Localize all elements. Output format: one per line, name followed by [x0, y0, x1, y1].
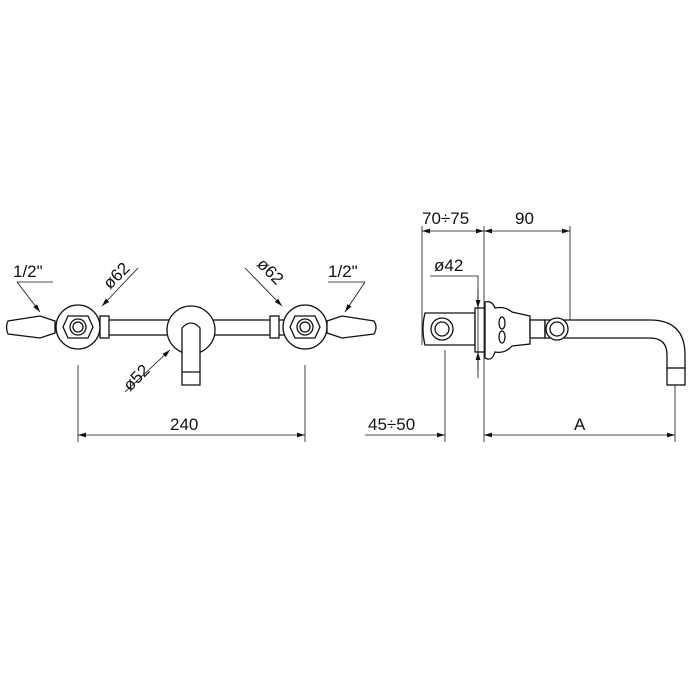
spout-diameter-label: ø52 [119, 361, 153, 395]
right-pipe-coupling [269, 315, 280, 339]
right-spindle [296, 318, 314, 336]
right-diameter-leader [244, 267, 283, 307]
spout-nut-bore [549, 321, 565, 337]
body-depth-label: 70÷75 [422, 209, 469, 228]
wall-depth-label: 45÷50 [368, 415, 415, 434]
side-view: 70÷75 90 ø42 45÷50 A [365, 209, 686, 442]
left-spindle [69, 318, 87, 336]
spout-nut [545, 317, 569, 341]
right-spindle-core [299, 321, 311, 333]
right-handle [326, 315, 377, 339]
spout-offset-label: 90 [515, 209, 534, 228]
left-spindle-core [72, 321, 84, 333]
projection-label: A [574, 415, 586, 434]
left-diameter-label: ø62 [99, 259, 133, 293]
right-diameter-label: ø62 [253, 254, 287, 288]
left-thread-leader [16, 281, 41, 313]
escutcheon-detail-top [498, 316, 506, 330]
front-view: 240 1/2" ø62 ø62 1/2" ø52 [5, 254, 377, 442]
left-diameter-leader [101, 267, 139, 307]
inlet-connection [430, 317, 454, 341]
left-handle [5, 315, 56, 339]
right-valve [269, 304, 377, 350]
right-thread-label: 1/2" [328, 262, 358, 281]
escutcheon-detail-bottom [498, 330, 506, 344]
left-nut [62, 315, 94, 339]
right-thread-leader [344, 281, 366, 313]
left-valve [5, 304, 110, 350]
escutcheon [484, 300, 531, 360]
plate-diameter-leader [430, 275, 479, 378]
center-distance-label: 240 [170, 415, 198, 434]
spout-tip [666, 367, 686, 386]
left-pipe-coupling [99, 315, 110, 339]
left-thread-label: 1/2" [13, 262, 43, 281]
spout-connector [529, 319, 546, 339]
wall-plate [474, 307, 486, 353]
plate-diameter-label: ø42 [434, 256, 463, 275]
center-spout [166, 305, 216, 386]
right-nut [289, 315, 321, 339]
spout-body [181, 322, 201, 386]
spout-diameter-leader [124, 349, 171, 393]
inlet-bore [434, 321, 450, 337]
